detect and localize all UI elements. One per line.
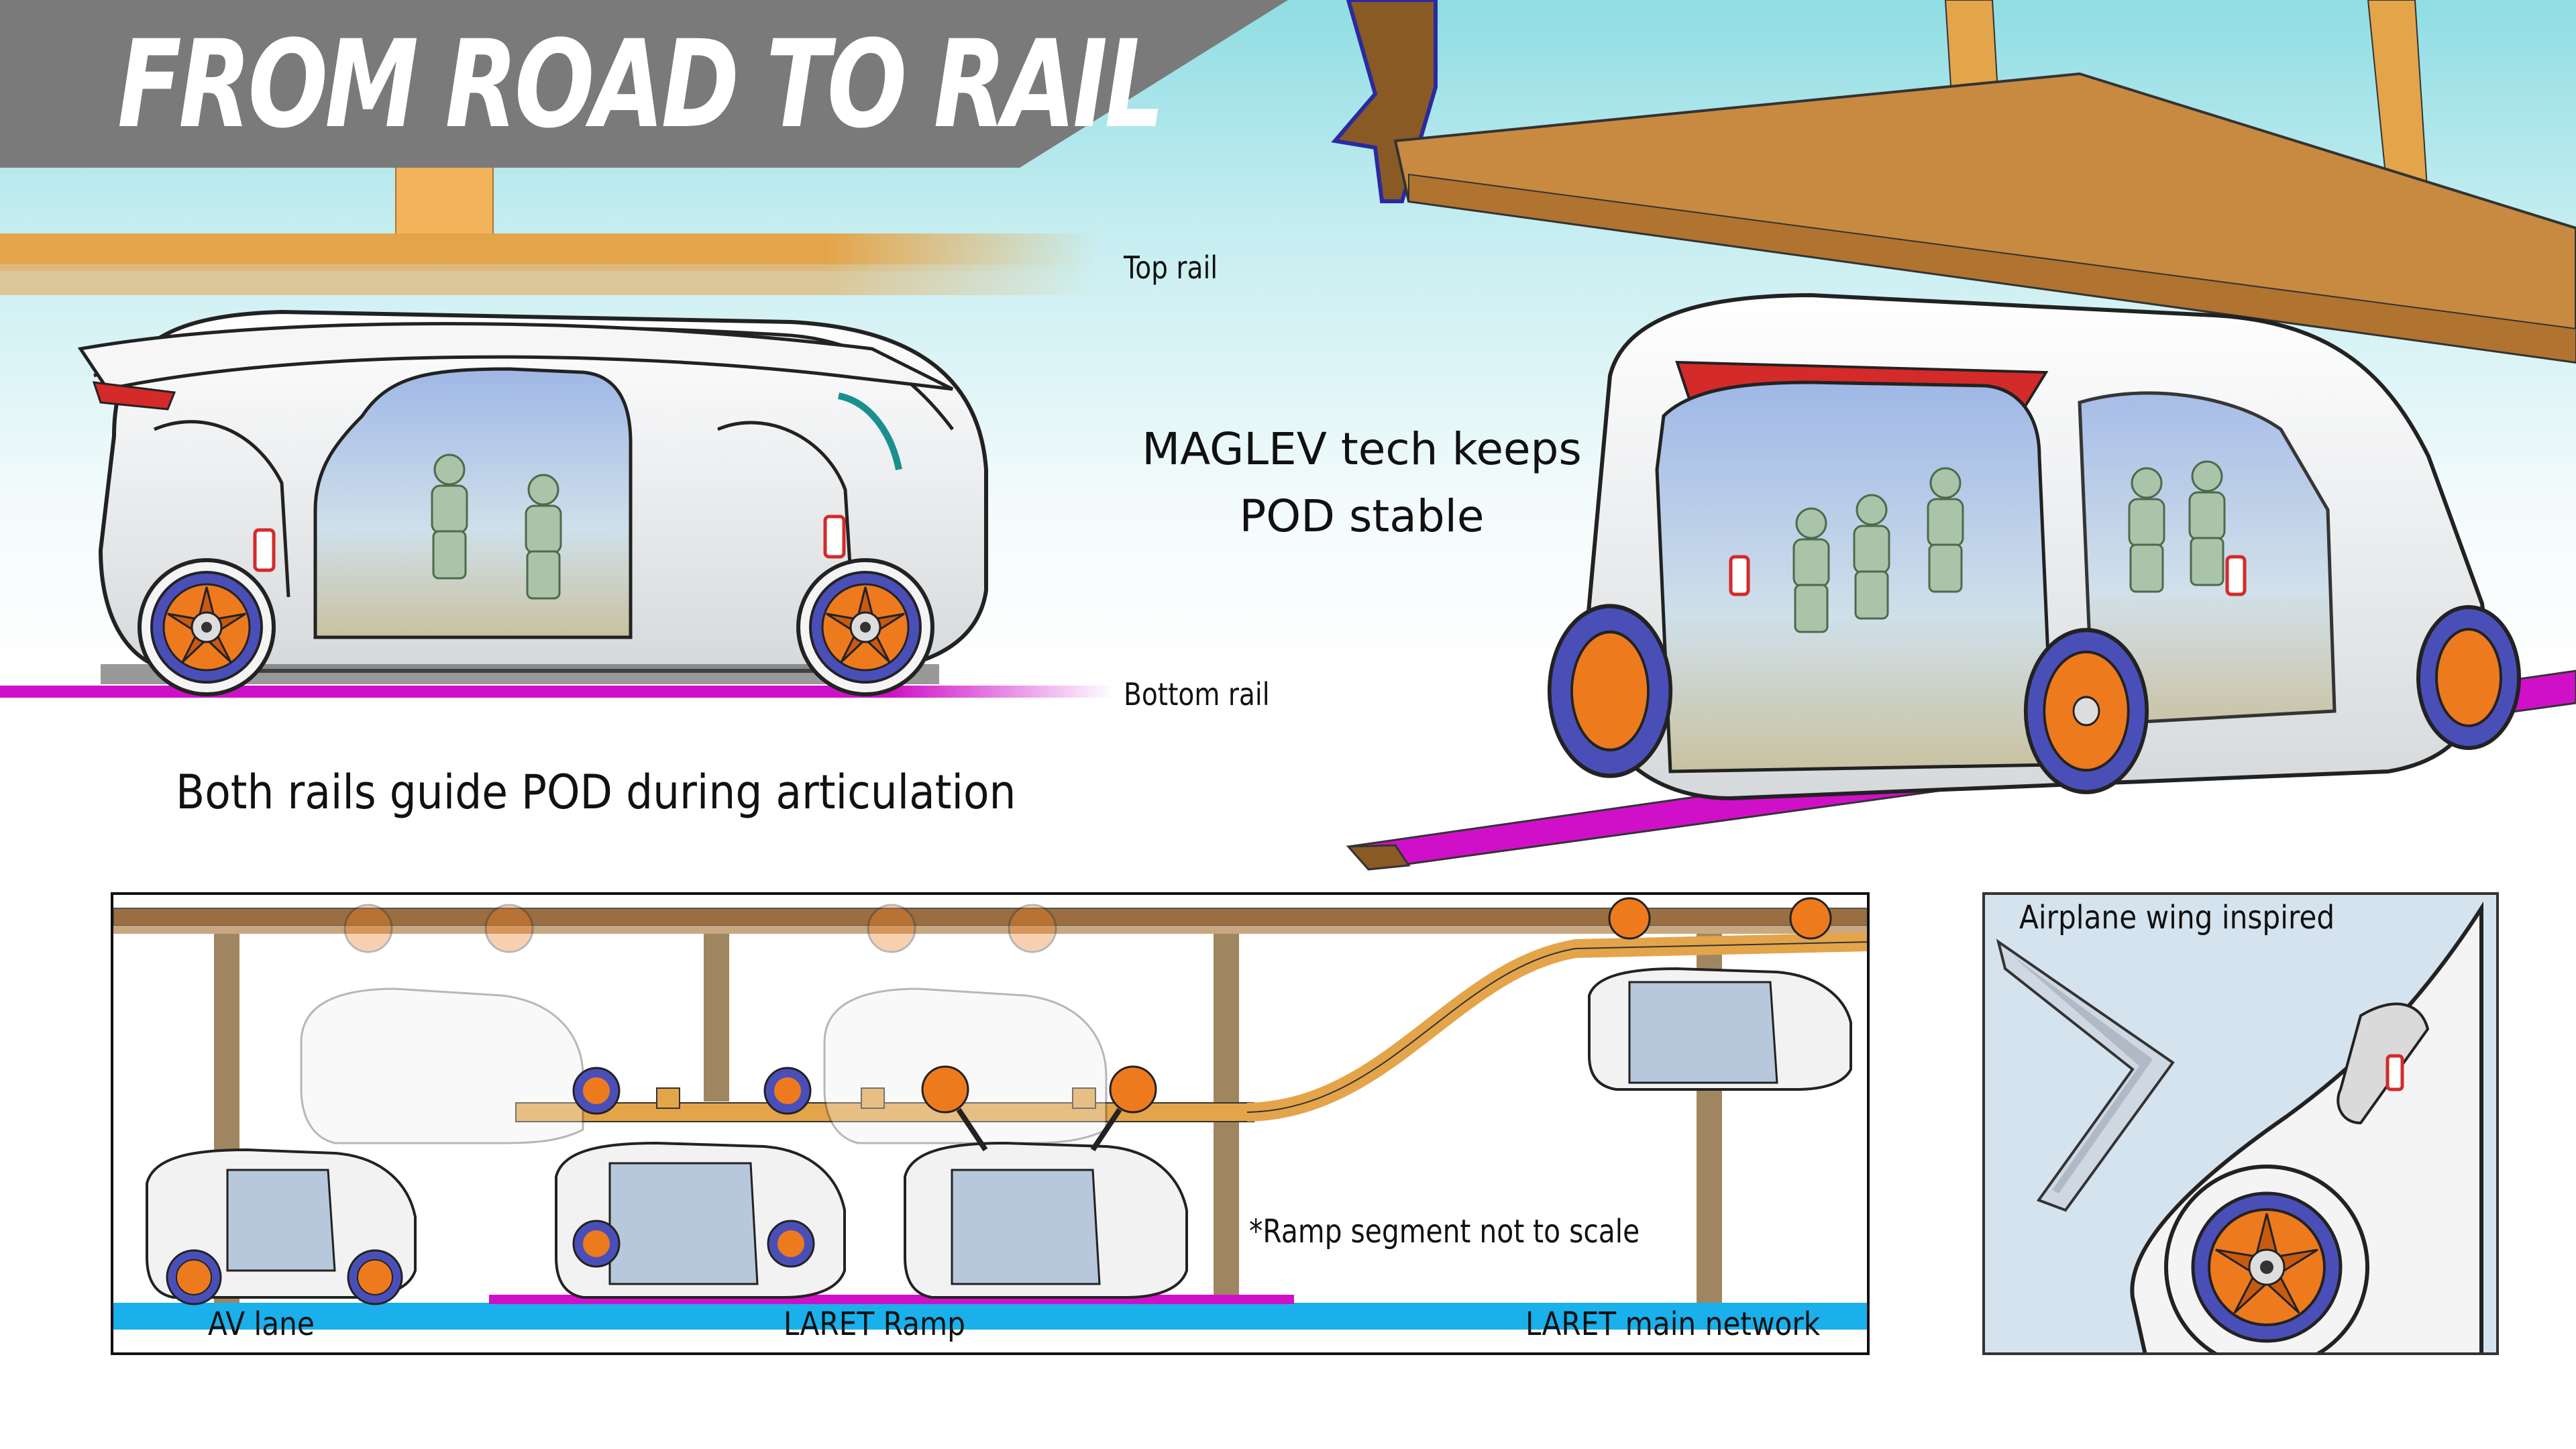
both-rails-caption: Both rails guide POD during articulation [176, 765, 1016, 820]
ramp-note: *Ramp segment not to scale [1249, 1213, 1640, 1250]
av-lane-label: AV lane [208, 1305, 315, 1343]
laret-main-label: LARET main network [1525, 1305, 1821, 1343]
transition-diagram [113, 897, 1867, 1330]
title-banner: FROM ROAD TO RAIL [0, 0, 1288, 168]
side-pod [77, 309, 988, 694]
maglev-caption: MAGLEV tech keeps POD stable [1142, 423, 1582, 542]
perspective-pod [1547, 292, 2521, 801]
top-rail-label: Top rail [1124, 250, 1218, 286]
wing-caption: Airplane wing inspired [2019, 899, 2335, 936]
laret-ramp-label: LARET Ramp [784, 1305, 965, 1343]
page-title: FROM ROAD TO RAIL [117, 15, 1165, 155]
banner-shape [0, 0, 1288, 168]
wing-detail-panel [1982, 892, 2499, 1355]
wing-detail-drawing [1996, 901, 2483, 1352]
illustration-layer [0, 0, 2576, 871]
transition-panel [111, 892, 1870, 1355]
bottom-rail-label: Bottom rail [1124, 676, 1270, 712]
